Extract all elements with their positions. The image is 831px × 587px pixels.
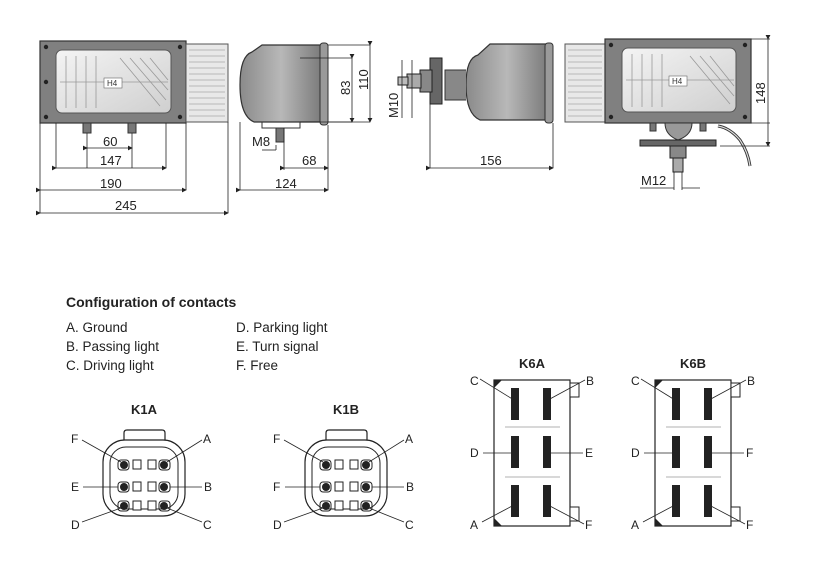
k6b-title: K6B	[680, 356, 706, 371]
k6b-b: B	[747, 374, 755, 388]
dim-156: 156	[480, 153, 502, 168]
dim-83: 83	[338, 81, 353, 95]
side-rim	[319, 42, 329, 126]
k6a-b: B	[586, 374, 594, 388]
mount-view: H4 148 M12	[564, 35, 771, 190]
contact-c: C. Driving light	[66, 358, 154, 373]
dim-190: 190	[100, 176, 122, 191]
dim-147: 147	[100, 153, 122, 168]
k6a-d: D	[470, 446, 479, 460]
config-title: Configuration of contacts	[66, 294, 237, 310]
front-h4-label: H4	[107, 79, 118, 88]
stud-view: M10 156	[386, 42, 554, 171]
mounting-bolt	[82, 122, 92, 134]
k6b-a: A	[631, 518, 639, 532]
k1a-b: B	[204, 480, 212, 494]
dim-245: 245	[115, 198, 137, 213]
k1b-d: D	[273, 518, 282, 532]
contact-d: D. Parking light	[236, 320, 328, 335]
screw-icon	[43, 44, 49, 50]
screw-icon	[43, 114, 49, 120]
dim-m10: M10	[386, 93, 401, 118]
k1b-title: K1B	[333, 402, 359, 417]
mount-h4-label: H4	[672, 77, 683, 86]
mount-bracket	[664, 122, 693, 141]
k6b-f: F	[746, 446, 753, 460]
connector-k6b: K6B C B D F A F	[631, 356, 755, 532]
dim-124: 124	[275, 176, 297, 191]
k1b-c: C	[405, 518, 414, 532]
mount-bar	[639, 139, 717, 147]
contacts-right: D. Parking light E. Turn signal F. Free	[236, 318, 406, 375]
contact-f: F. Free	[236, 358, 279, 373]
dim-110: 110	[356, 69, 371, 90]
k1a-d: D	[71, 518, 80, 532]
dim-60: 60	[103, 134, 117, 149]
front-view: H4 60 147	[36, 40, 229, 216]
k1a-c: C	[203, 518, 212, 532]
k1a-e: E	[71, 480, 79, 494]
dim-m12: M12	[641, 173, 666, 188]
screw-icon	[43, 79, 49, 85]
k1a-title: K1A	[131, 402, 158, 417]
mount-signal-lens	[564, 43, 606, 123]
k6b-d: D	[631, 446, 640, 460]
k1b-b: B	[406, 480, 414, 494]
k6a-a: A	[470, 518, 478, 532]
mount-stud	[672, 157, 684, 173]
k1b-f: F	[273, 432, 280, 446]
dim-68: 68	[302, 153, 316, 168]
k6a-title: K6A	[519, 356, 546, 371]
connector-k1b: K1B F A F B D C	[273, 402, 414, 532]
contact-configuration: Configuration of contacts A. Ground B. P…	[66, 294, 406, 375]
k6b-f2: F	[746, 518, 753, 532]
k1b-f2: F	[273, 480, 280, 494]
k1a-f: F	[71, 432, 78, 446]
stud-housing	[465, 43, 549, 121]
k1b-a: A	[405, 432, 413, 446]
side-housing	[239, 44, 323, 123]
dim-148: 148	[753, 82, 768, 104]
screw-icon	[177, 44, 183, 50]
contacts-left: A. Ground B. Passing light C. Driving li…	[66, 318, 236, 375]
contact-a: A. Ground	[66, 320, 128, 335]
k6a-e: E	[585, 446, 593, 460]
k6b-c: C	[631, 374, 640, 388]
connector-k6a: K6A C B D E A F	[470, 356, 594, 532]
mounting-bolt	[127, 122, 137, 134]
contact-e: E. Turn signal	[236, 339, 319, 354]
k1a-a: A	[203, 432, 211, 446]
side-view: 83 110 M8 68 124	[236, 41, 373, 193]
contact-b: B. Passing light	[66, 339, 160, 354]
screw-icon	[177, 114, 183, 120]
k6a-f: F	[585, 518, 592, 532]
connector-k1a: K1A F A E B D C	[71, 402, 212, 532]
stud-nut	[406, 73, 422, 89]
dim-m8: M8	[252, 134, 270, 149]
k6a-c: C	[470, 374, 479, 388]
side-bolt	[275, 127, 285, 143]
turn-signal-lens	[185, 43, 229, 123]
